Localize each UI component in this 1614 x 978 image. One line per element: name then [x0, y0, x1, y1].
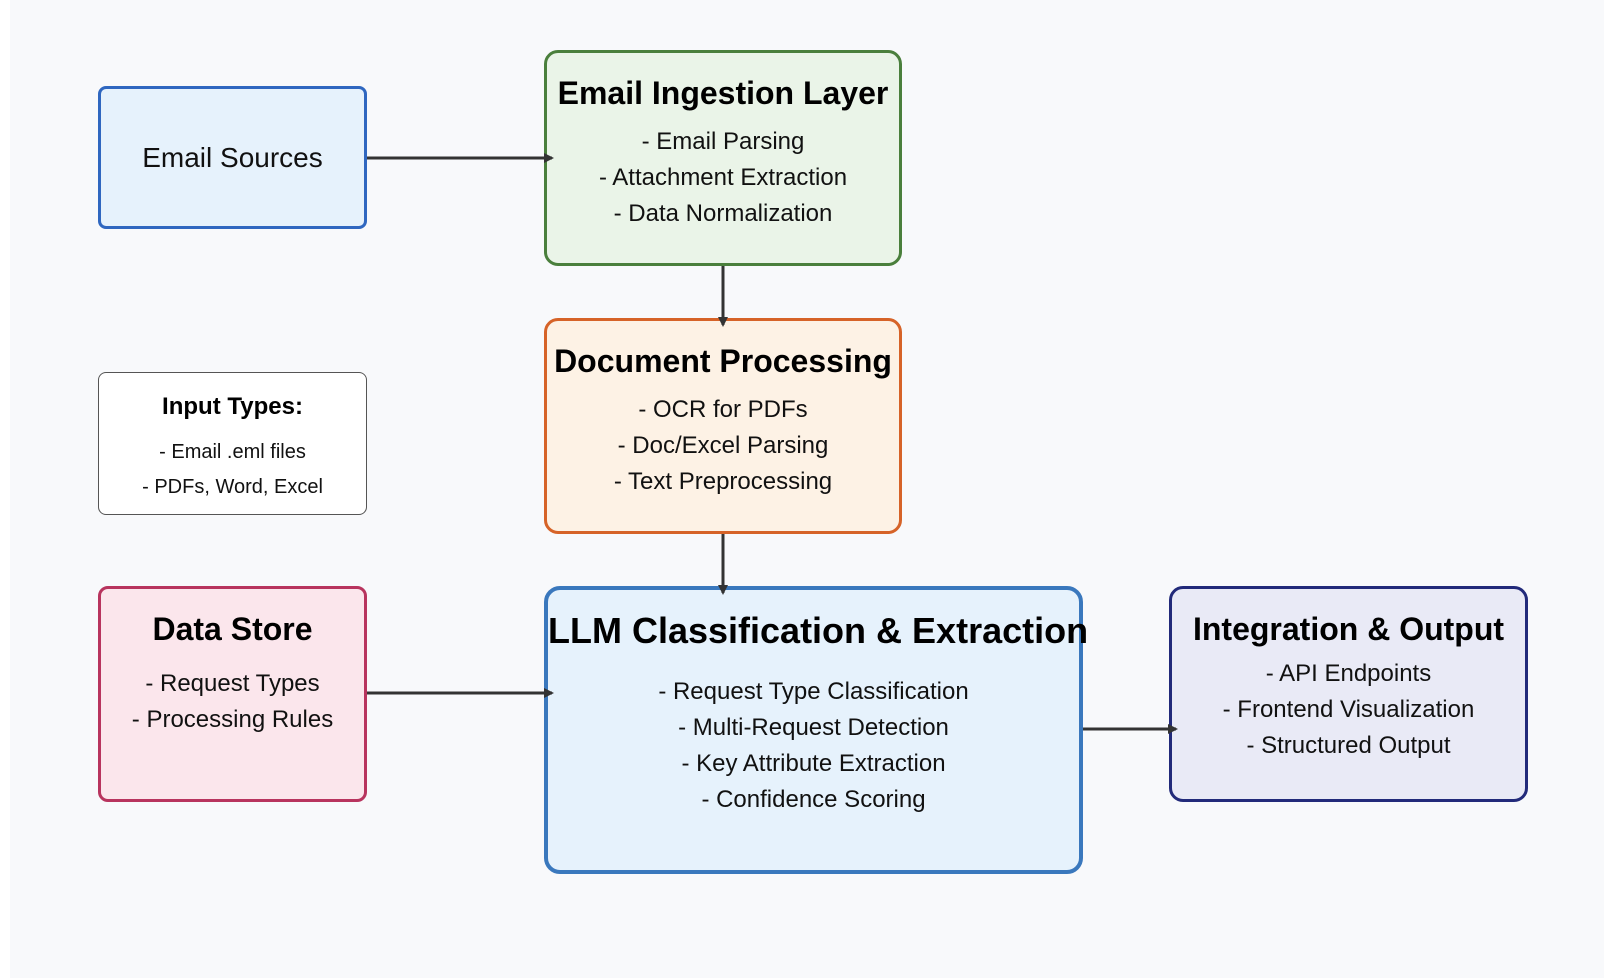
llm-item: - Request Type Classification [658, 678, 969, 705]
integration-item: - Frontend Visualization [1222, 696, 1475, 723]
data-store-node: Data Store - Request Types - Processing … [98, 586, 367, 802]
ingestion-item: - Email Parsing [641, 128, 805, 155]
ingestion-title: Email Ingestion Layer [557, 75, 889, 111]
email-sources-node: Email Sources [98, 86, 367, 229]
input-types-note: Input Types: - Email .eml files - PDFs, … [98, 372, 367, 515]
email-ingestion-layer-node: Email Ingestion Layer - Email Parsing - … [544, 50, 902, 266]
input-types-item: - Email .eml files [159, 441, 306, 463]
docproc-title: Document Processing [554, 343, 892, 379]
input-types-title: Input Types: [162, 393, 303, 420]
data-store-item: - Request Types [145, 670, 320, 697]
llm-classification-node: LLM Classification & Extraction - Reques… [544, 586, 1089, 874]
llm-title: LLM Classification & Extraction [548, 610, 1089, 651]
data-store-title: Data Store [152, 611, 313, 647]
input-types-item: - PDFs, Word, Excel [142, 476, 323, 498]
docproc-item: - OCR for PDFs [638, 396, 808, 423]
integration-item: - Structured Output [1246, 732, 1451, 759]
email-sources-label: Email Sources [142, 141, 323, 173]
ingestion-item: - Data Normalization [613, 200, 833, 227]
integration-item: - API Endpoints [1265, 660, 1432, 687]
ingestion-item: - Attachment Extraction [598, 164, 848, 191]
llm-item: - Multi-Request Detection [678, 714, 949, 741]
data-store-item: - Processing Rules [131, 706, 334, 733]
docproc-item: - Doc/Excel Parsing [617, 432, 829, 459]
integration-title: Integration & Output [1192, 611, 1505, 647]
docproc-item: - Text Preprocessing [613, 468, 833, 495]
llm-item: - Confidence Scoring [701, 786, 926, 813]
document-processing-node: Document Processing - OCR for PDFs - Doc… [544, 318, 902, 534]
integration-output-node: Integration & Output - API Endpoints - F… [1169, 586, 1528, 802]
llm-item: - Key Attribute Extraction [681, 750, 946, 777]
